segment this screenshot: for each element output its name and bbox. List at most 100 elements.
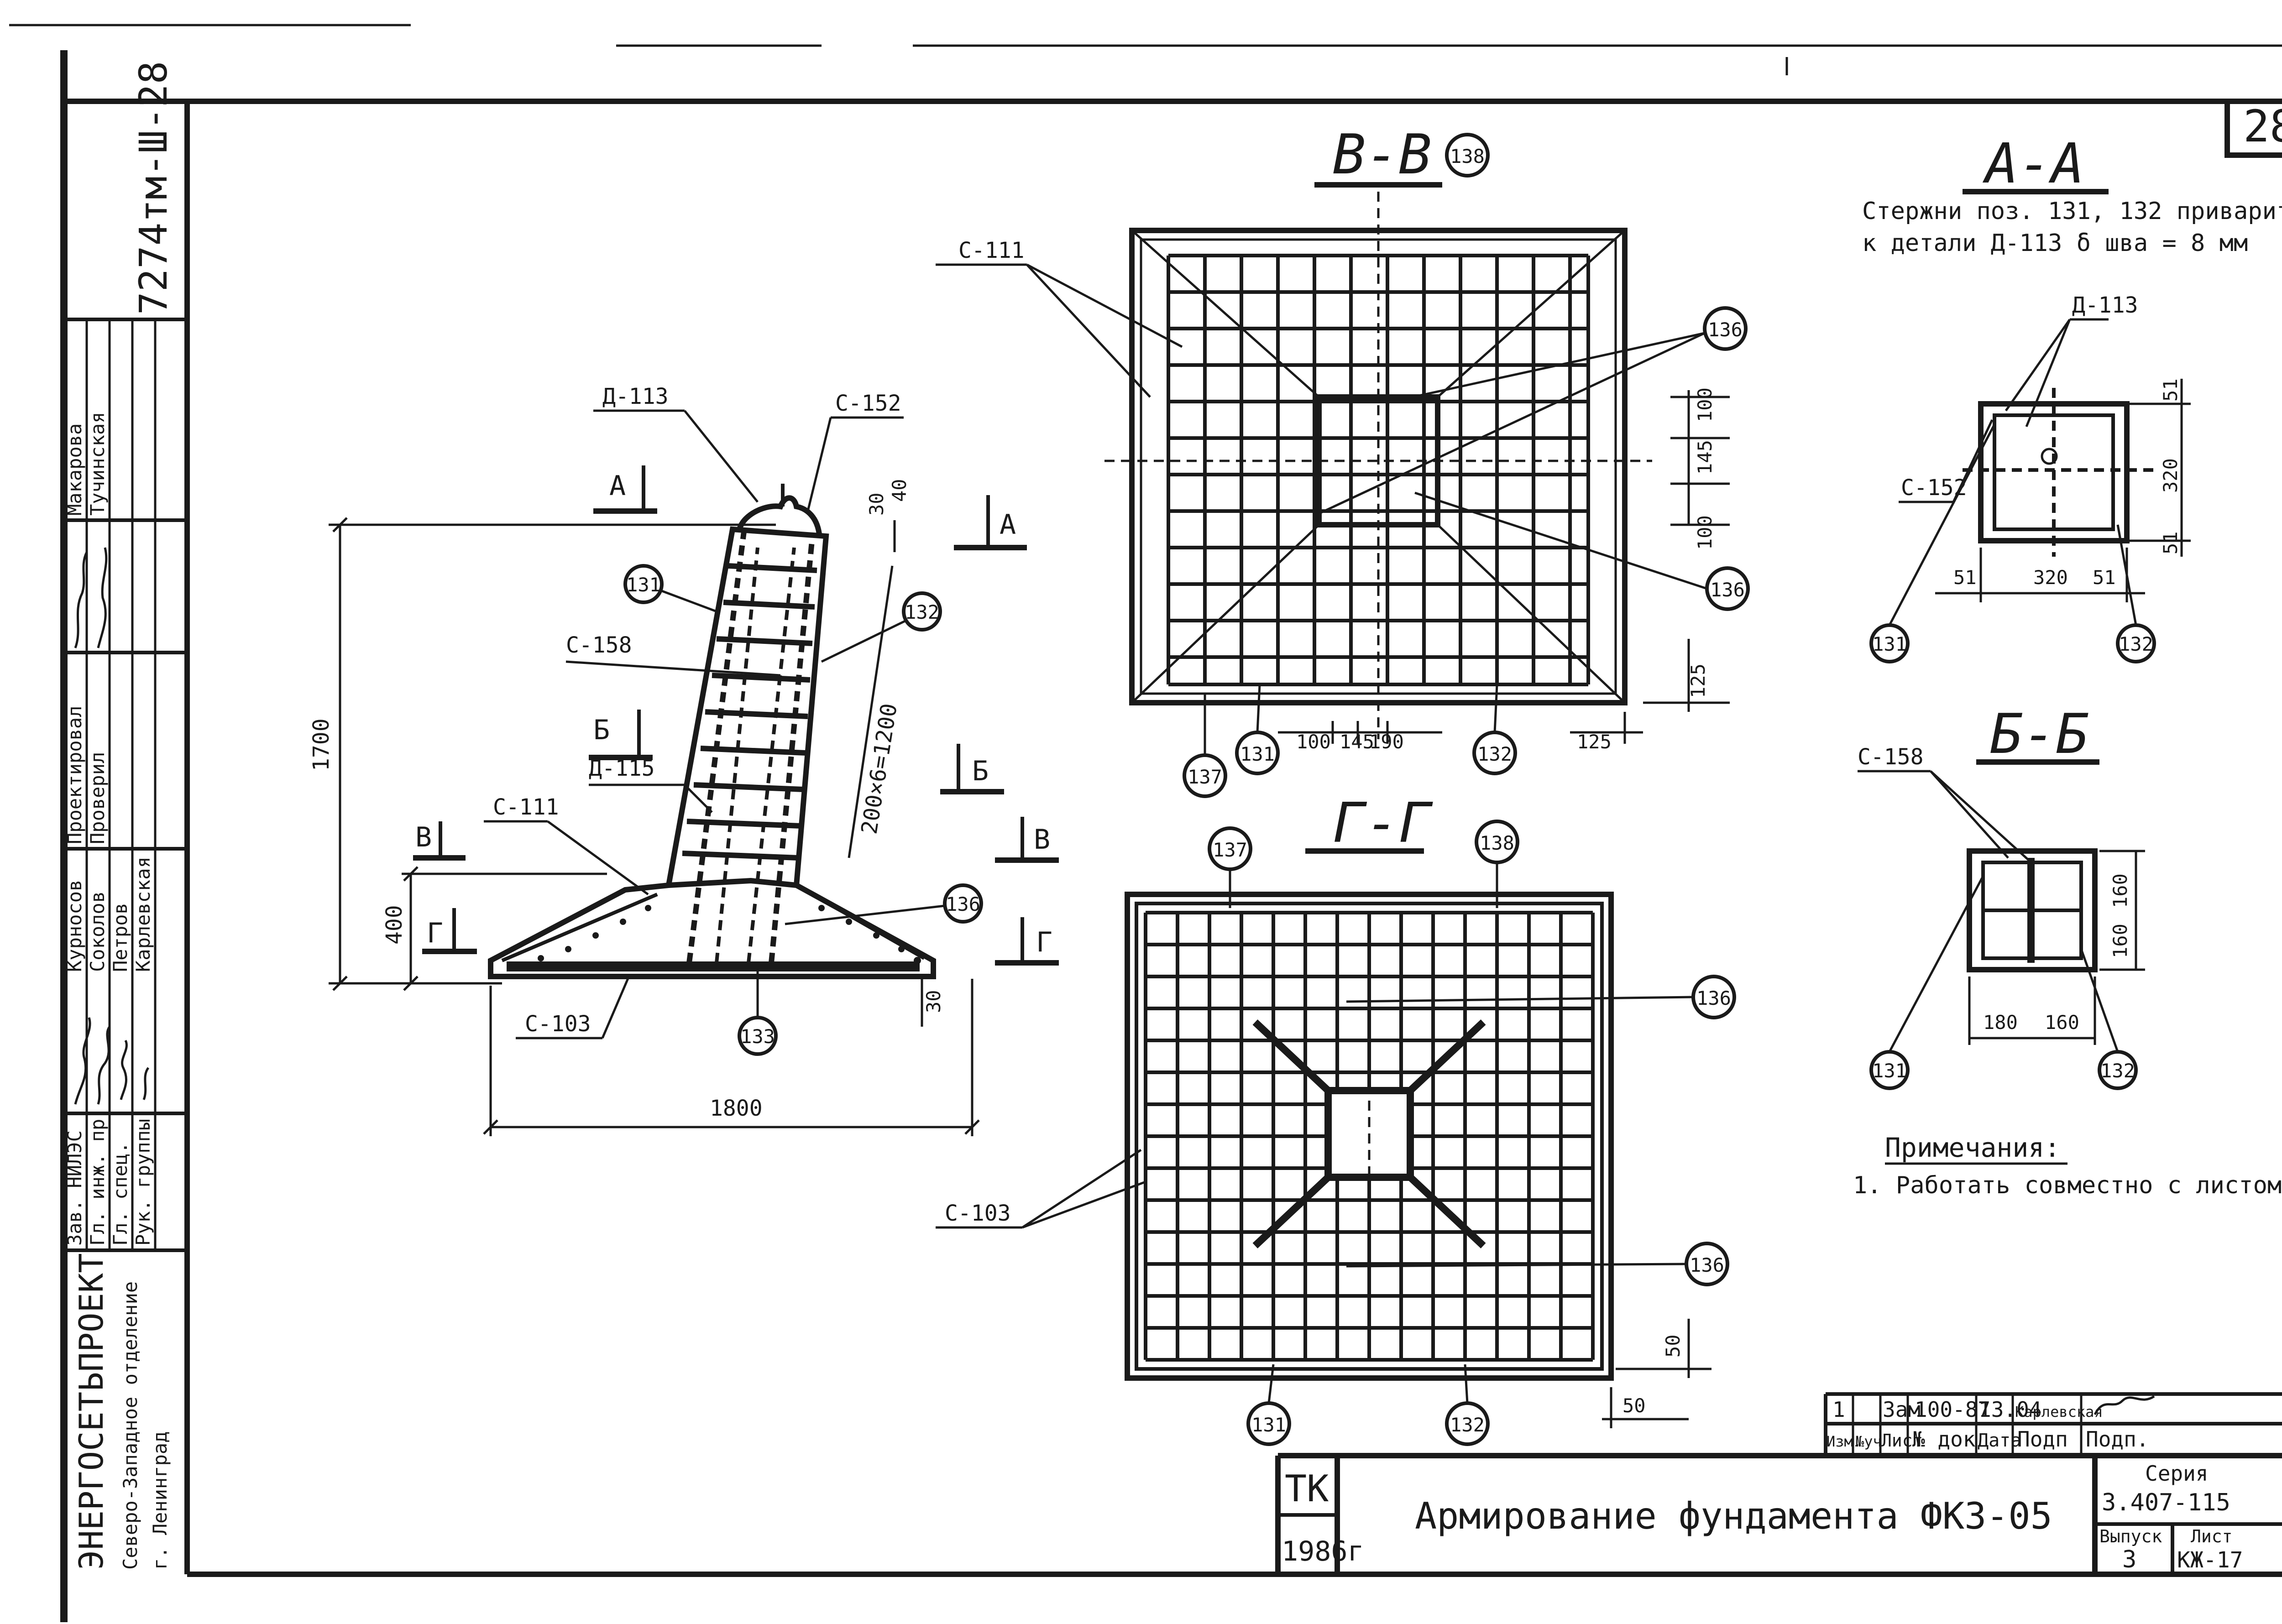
issue-value: 3 (2122, 1546, 2136, 1573)
dim-gg-50-h: 50 (1623, 1394, 1646, 1417)
dim-1800: 1800 (710, 1096, 763, 1121)
label-c152-elev: С-152 (835, 391, 901, 416)
section-bb: Б-Б С-158 131 132 180 160 160 160 (1858, 703, 2145, 1090)
cut-a-left: А (609, 470, 626, 502)
notes-item: 1. Работать совместно с листом КЖ-16. (1853, 1172, 2282, 1199)
pos-132-bb: 132 (2100, 1060, 2135, 1082)
dim-vv-125-v: 125 (1687, 663, 1709, 698)
change-no: 1 (1832, 1397, 1845, 1422)
dim-aa-320-h: 320 (2033, 566, 2068, 589)
dim-bb-160-h: 160 (2045, 1011, 2079, 1034)
dim-aa-51-b: 51 (2159, 531, 2182, 554)
dim-vv-145-v: 145 (1694, 440, 1716, 475)
elevation-labels: Д-113 С-152 С-158 Д-115 С-111 С-103 131 … (484, 384, 983, 1056)
notes-heading: Примечания: (1885, 1132, 2060, 1163)
cut-g-right: Г (1036, 926, 1052, 958)
cut-g-left: Г (427, 917, 443, 949)
dim-vv-100-h: 100 (1296, 731, 1331, 753)
pos-131-elev: 131 (626, 574, 661, 596)
label-c103-elev: С-103 (525, 1011, 591, 1037)
section-gg-title: Г-Г (1333, 792, 1433, 855)
label-c111-elev: С-111 (493, 794, 559, 820)
dim-30-bottom: 30 (922, 990, 945, 1013)
dim-vv-190-h: 190 (1369, 731, 1404, 753)
pos-137-vv: 137 (1188, 766, 1222, 788)
role-1: Гл. инж. пр. (86, 1107, 109, 1246)
role-3: Рук. группы (132, 1119, 154, 1246)
signature-scribbles (74, 547, 150, 1105)
weld-note-line1: Стержни поз. 131, 132 приварить (1862, 198, 2282, 225)
pos-132-aa: 132 (2119, 633, 2153, 655)
cut-a-right: А (1000, 509, 1016, 541)
label-c103-gg: С-103 (945, 1201, 1011, 1226)
role-4: Проектировал (63, 706, 86, 844)
column-ties (682, 563, 817, 861)
pos-132-vv: 132 (1477, 743, 1512, 765)
label-c111-vv: С-111 (958, 238, 1025, 263)
cut-v-left: В (415, 821, 432, 853)
pos-133-elev: 133 (740, 1025, 775, 1048)
dim-bb-160-v1: 160 (2109, 873, 2131, 908)
dim-vv-100-a: 100 (1694, 387, 1716, 422)
section-aa-title: А-А (1982, 132, 2084, 196)
hdr-nuch: №уч (1855, 1433, 1882, 1450)
role-2: Гл. спец. (109, 1142, 131, 1246)
label-d115-elev: Д-115 (589, 756, 655, 781)
name-3: Карлевская (132, 856, 154, 972)
pos-132-gg: 132 (1450, 1414, 1485, 1436)
dim-vv-145-h: 145 (1340, 731, 1374, 753)
name-2: Петров (109, 903, 131, 972)
label-d113-elev: Д-113 (602, 384, 669, 409)
change-date: 13.04 (1978, 1397, 2041, 1422)
series-label: Серия (2145, 1461, 2208, 1486)
hdr-data: Дата (1978, 1430, 2021, 1451)
hdr-podp: Подп (2017, 1427, 2068, 1452)
dim-step: 200×6=1200 (857, 702, 903, 836)
cut-b-left: Б (593, 714, 610, 746)
pos-136-vv-a: 136 (1708, 319, 1743, 341)
pos-136-gg-a: 136 (1696, 987, 1731, 1009)
section-gg: Г-Г 137 138 (936, 792, 1736, 1446)
dim-1700: 1700 (309, 718, 334, 771)
pos-136-elev: 136 (946, 893, 980, 915)
cut-v-right: В (1034, 824, 1050, 856)
cut-b-right: Б (972, 755, 989, 787)
section-bb-title: Б-Б (1990, 703, 2089, 766)
pos-131-gg: 131 (1251, 1414, 1286, 1436)
dim-aa-51-t: 51 (2159, 378, 2182, 402)
sheet-value: КЖ-17 (2177, 1547, 2243, 1573)
sheet-label: Лист (2191, 1526, 2233, 1546)
tk-mark: ТК (1285, 1467, 1329, 1510)
dim-40-top: 40 (888, 479, 911, 502)
dim-aa-320-v: 320 (2159, 458, 2182, 493)
archive-code: 7274тм-Ш-28 (131, 61, 176, 315)
dim-aa-51-r: 51 (2093, 566, 2116, 589)
pos-136-vv-b: 136 (1710, 579, 1745, 601)
dim-bb-160-v2: 160 (2109, 924, 2131, 958)
change-doc: 100-87 (1915, 1397, 1990, 1422)
series-value: 3.407-115 (2102, 1489, 2230, 1516)
pos-136-gg-b: 136 (1690, 1254, 1724, 1276)
drawing-title: Армирование фундамента ФКЗ-05 (1415, 1495, 2052, 1537)
org-branch: Северо-Западное отделение (119, 1281, 141, 1570)
name-1: Соколов (86, 891, 109, 972)
pos-132-elev: 132 (905, 601, 939, 623)
dim-vv-100-b: 100 (1694, 515, 1716, 550)
hdr-ndok: № док (1912, 1427, 1975, 1452)
dim-gg-50-v: 50 (1662, 1334, 1684, 1358)
sheet-number-box: 28 (2224, 101, 2282, 158)
dim-vv-125-h: 125 (1577, 731, 1612, 753)
notes-block: Примечания: 1. Работать совместно с лист… (1853, 1132, 2282, 1199)
section-vv: В-В 138 (936, 123, 1750, 798)
name-5: Тучинская (86, 412, 109, 516)
gg-mesh (1144, 911, 1595, 1362)
section-vv-title: В-В (1333, 123, 1432, 187)
dim-aa-51-l: 51 (1953, 566, 1977, 589)
name-0: Курносов (63, 880, 86, 972)
section-aa: А-А Стержни поз. 131, 132 приварить к де… (1862, 132, 2282, 663)
pos-131-bb: 131 (1872, 1060, 1907, 1082)
tk-year: 1986г (1282, 1535, 1364, 1567)
weld-note-line2: к детали Д-113 δ шва = 8 мм (1862, 230, 2248, 257)
